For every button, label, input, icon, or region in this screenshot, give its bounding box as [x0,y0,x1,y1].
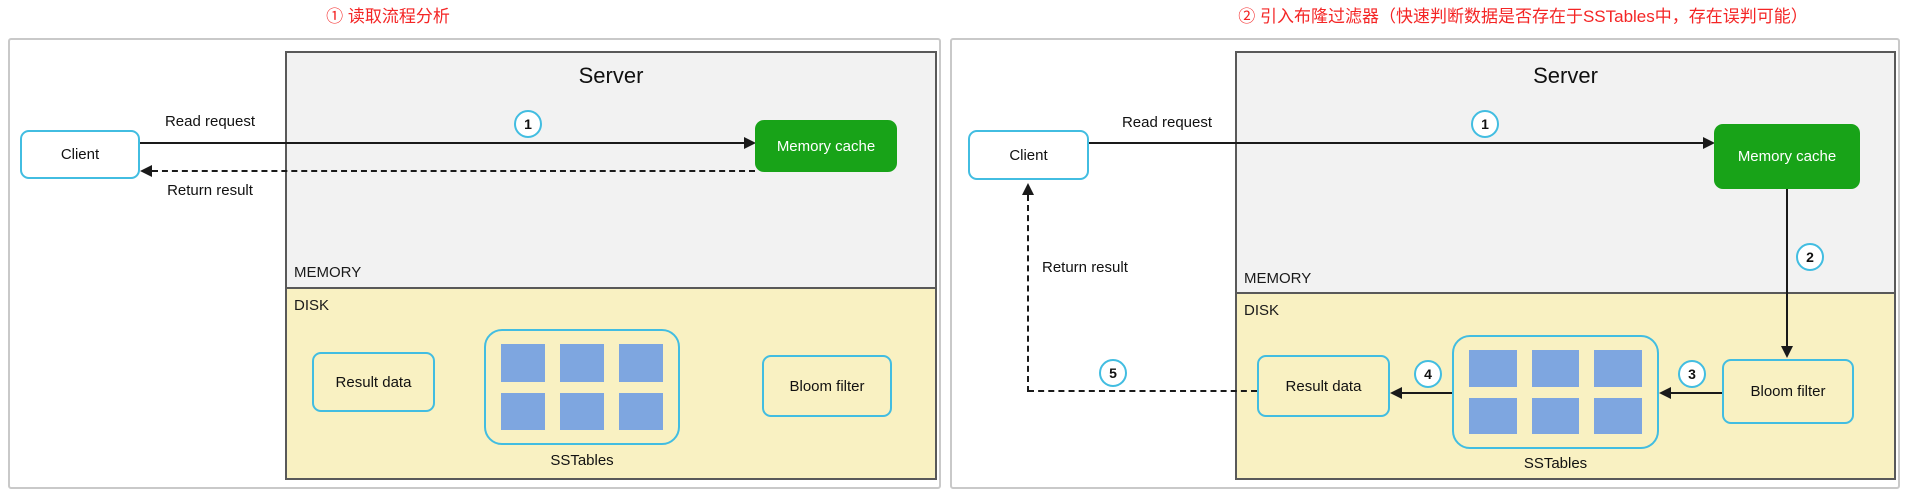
cache-to-bloom-arrow-line [1786,189,1788,348]
sstable-block [619,392,663,430]
sstables-label: SSTables [550,452,614,469]
return-result-label: Return result [167,182,253,199]
arrow-left-icon [140,165,152,177]
disk-zone: DISK [287,287,935,478]
return-result-dashed-line [152,170,755,172]
sstable-block [1531,397,1580,434]
arrow-left-icon [1659,387,1671,399]
result-data-box: Result data [312,352,435,412]
return-result-dashed-line-h [1028,390,1257,392]
step-badge-2: 2 [1796,243,1824,271]
left-diagram-panel: Server MEMORY DISK Client Read request 1… [8,38,941,489]
sstables-container [1452,335,1659,449]
sstable-block [619,344,663,382]
sstables-to-result-arrow-line [1402,392,1452,394]
arrow-left-icon [1390,387,1402,399]
sstable-block [1594,397,1642,434]
disk-zone-label: DISK [1244,302,1280,319]
return-result-label: Return result [1042,259,1128,276]
memory-zone-label: MEMORY [1244,270,1312,287]
right-diagram-panel: Server MEMORY DISK Client Read request 1… [950,38,1900,489]
read-request-arrow-line [1089,142,1705,144]
left-figure-title: ① 读取流程分析 [326,7,450,26]
result-data-box: Result data [1257,355,1390,417]
sstable-block [560,392,604,430]
step-badge-4: 4 [1414,360,1442,388]
client-box: Client [968,130,1089,180]
sstable-block [1469,397,1517,434]
sstables-container [484,329,680,445]
arrow-right-icon [1703,137,1715,149]
bloom-filter-box: Bloom filter [762,355,892,417]
disk-zone-label: DISK [294,297,330,314]
read-request-arrow-line [140,142,746,144]
memory-zone-label: MEMORY [294,264,362,281]
client-box: Client [20,130,140,179]
memory-cache-box: Memory cache [1714,124,1860,189]
return-result-dashed-line-v [1027,195,1029,392]
sstable-block [560,344,604,382]
step-badge-1: 1 [514,110,542,138]
arrow-down-icon [1781,346,1793,358]
step-badge-1: 1 [1471,110,1499,138]
sstable-block [1594,350,1642,387]
bloom-to-sstables-arrow-line [1671,392,1722,394]
step-badge-5: 5 [1099,359,1127,387]
memory-cache-box: Memory cache [755,120,897,172]
read-request-label: Read request [164,113,256,130]
sstables-label: SSTables [1523,455,1588,472]
sstable-block [1531,350,1580,387]
sstable-block [501,392,545,430]
right-figure-title: ② 引入布隆过滤器（快速判断数据是否存在于SSTables中，存在误判可能） [1238,7,1808,26]
server-title: Server [578,63,644,88]
server-title: Server [1533,63,1598,88]
arrow-right-icon [744,137,756,149]
arrow-up-icon [1022,183,1034,195]
sstable-block [501,344,545,382]
step-badge-3: 3 [1678,360,1706,388]
read-request-label: Read request [1121,114,1213,131]
sstable-block [1469,350,1517,387]
bloom-filter-box: Bloom filter [1722,359,1854,424]
